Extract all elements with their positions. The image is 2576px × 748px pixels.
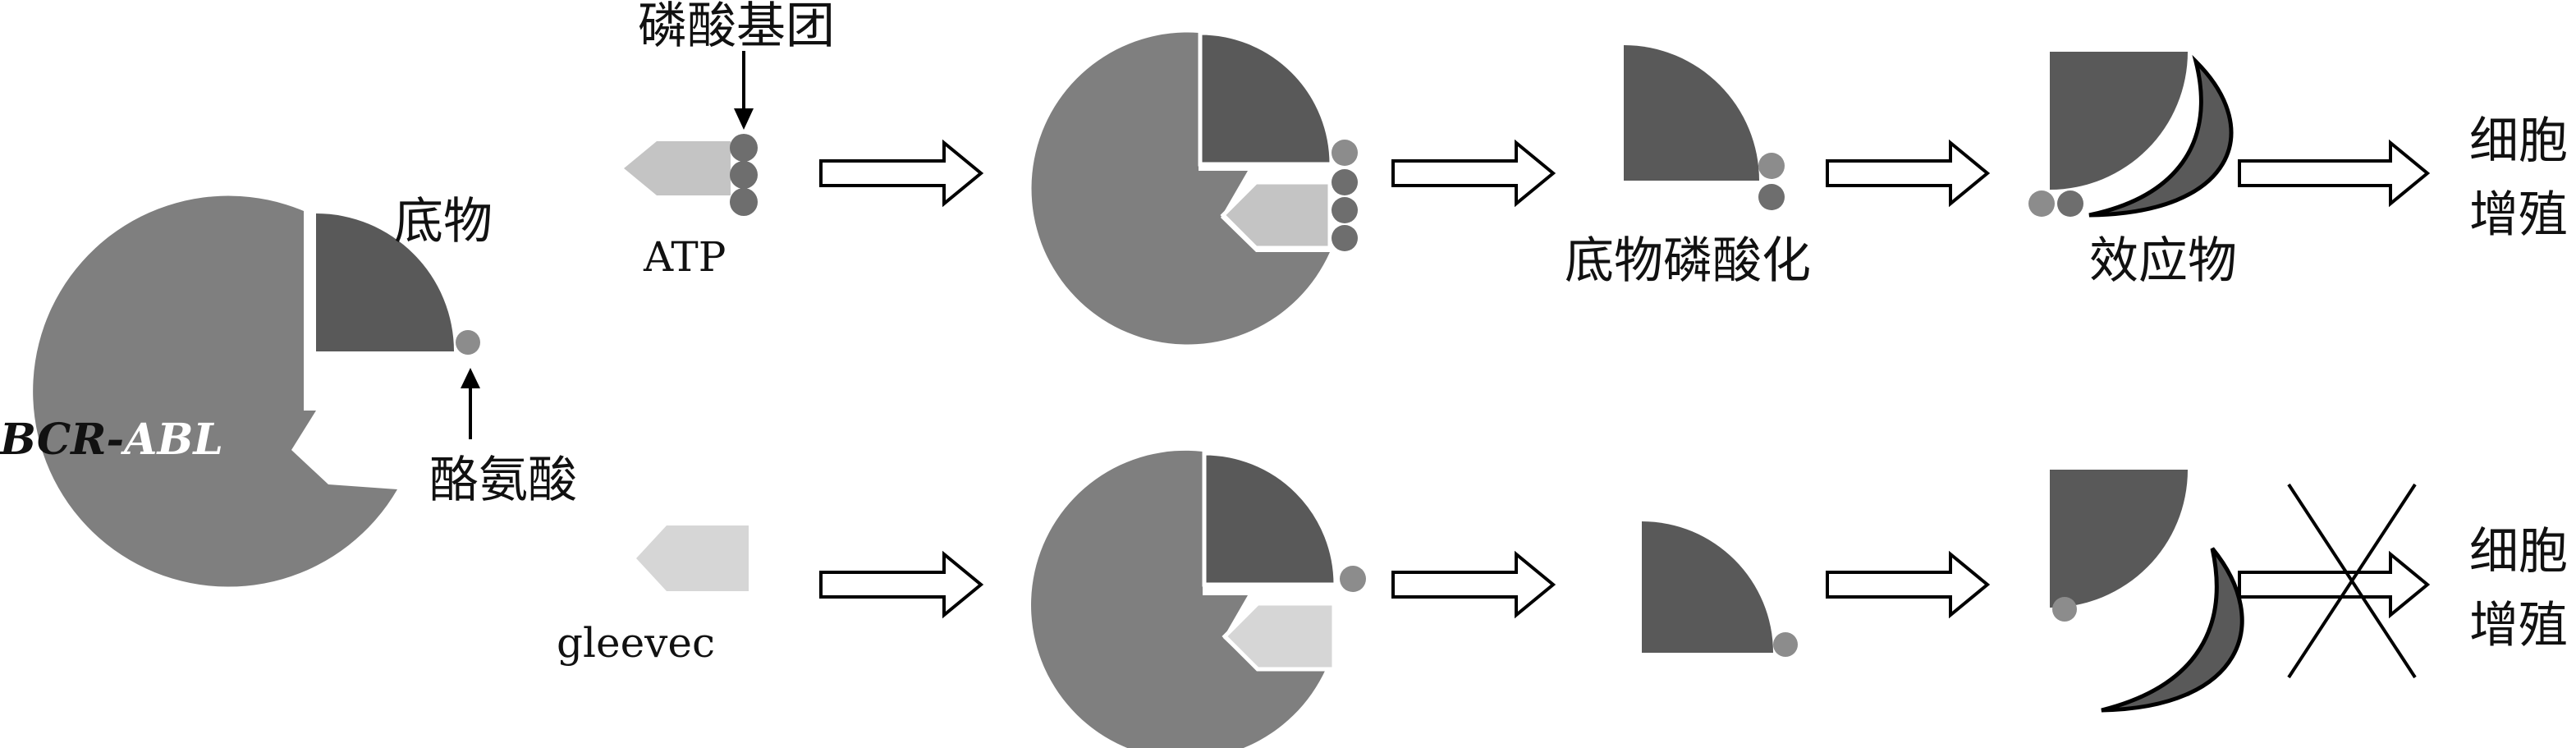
phosphate-group-label: 磷酸基团 (638, 0, 835, 55)
phosphate-dot-1 (730, 134, 758, 162)
gleevec-in-complex (1222, 601, 1336, 672)
effector-shape-top (2088, 54, 2234, 218)
unphosphorylated-substrate (1642, 521, 1773, 653)
cell-proliferation-top-line1: 细胞 (2469, 112, 2568, 170)
cell-proliferation-bottom-line1: 细胞 (2469, 523, 2568, 581)
phosphate-dot-2 (730, 161, 758, 189)
arrow-top-4 (2238, 139, 2431, 208)
phosphate-pointer-head (734, 108, 754, 130)
atp-shape (624, 141, 731, 195)
arrow-top-3 (1826, 139, 1991, 208)
effector-shape-bottom (2101, 547, 2244, 713)
gleevec-shape (636, 525, 749, 591)
complex-phosphate-dot-1 (1332, 169, 1358, 195)
complex-phosphate-dot-2 (1332, 197, 1358, 223)
arrow-bottom-3 (1826, 550, 1991, 619)
phosphate-dot-3 (730, 188, 758, 216)
complex-bottom-tyrosine-dot (1340, 566, 1366, 592)
atp-in-complex (1220, 180, 1332, 250)
unphosphorylated-tyrosine-dot (1773, 632, 1798, 657)
phosphorylated-tyrosine-dot (1758, 153, 1785, 179)
arrow-bottom-2 (1391, 550, 1556, 619)
effector-tyrosine-dot (2028, 190, 2055, 217)
substrate-bound-effector (2050, 52, 2188, 190)
arrow-bottom-4 (2238, 550, 2431, 619)
tyrosine-dot (456, 330, 480, 355)
attached-phosphate-dot (1758, 184, 1785, 210)
substrate-phosphorylation-label: 底物磷酸化 (1565, 232, 1811, 290)
tyrosine-pointer-head (461, 368, 480, 388)
bcr-abl-enzyme (33, 195, 398, 587)
substrate-shape (316, 213, 454, 351)
phosphorylated-substrate (1624, 45, 1759, 181)
unbound-tyrosine-dot (2052, 597, 2077, 622)
substrate-in-complex-top (1198, 30, 1334, 167)
enzyme-complex-top (1031, 32, 1330, 345)
complex-tyrosine-dot (1332, 140, 1358, 166)
arrow-top-1 (819, 139, 984, 208)
complex-phosphate-dot-3 (1332, 225, 1358, 251)
arrow-bottom-1 (819, 550, 984, 619)
block-cross-line-2 (2287, 483, 2417, 679)
enzyme-complex-bottom (1031, 450, 1326, 748)
atp-label: ATP (643, 233, 726, 281)
effector-label: 效应物 (2089, 232, 2237, 290)
substrate-label: 底物 (394, 193, 493, 250)
gleevec-label: gleevec (557, 619, 715, 667)
substrate-unbound (2050, 470, 2188, 608)
tyrosine-label: 酪氨酸 (429, 452, 577, 509)
cell-proliferation-top-line2: 增殖 (2469, 186, 2568, 244)
effector-phosphate-dot (2057, 190, 2083, 217)
substrate-in-complex-bottom (1202, 451, 1338, 587)
bcr-abl-label: BCR-ABL (0, 415, 223, 465)
cell-proliferation-bottom-line2: 增殖 (2469, 597, 2568, 654)
arrow-top-2 (1391, 139, 1556, 208)
